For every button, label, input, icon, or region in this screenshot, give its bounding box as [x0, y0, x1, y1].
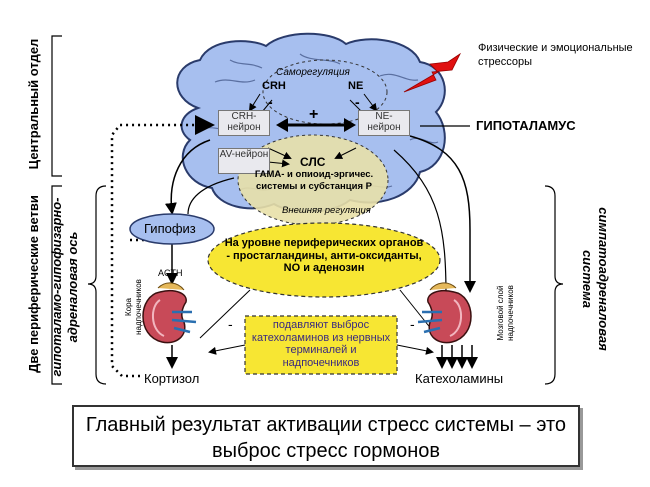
- minus-right: -: [410, 316, 415, 332]
- minus-left: -: [228, 316, 233, 332]
- crh-neuron-box: CRH-нейрон: [218, 110, 270, 136]
- peripheral-text: На уровне периферических органов - прост…: [224, 237, 424, 274]
- pituitary-label: Гипофиз: [144, 221, 196, 236]
- pituitary-shape: [129, 213, 215, 245]
- hypothalamus-label: ГИПОТАЛАМУС: [476, 118, 576, 133]
- external-regulation-label: Внешняя регуляция: [282, 205, 371, 216]
- suppress-text: подавляют выброс катехоламинов из нервны…: [251, 319, 391, 369]
- peripheral-ellipse: [207, 222, 441, 298]
- stressors-label: Физические и эмоциональные стрессоры: [478, 42, 633, 68]
- ne-label: NE: [348, 80, 364, 92]
- ne-neuron-box: NE-нейрон: [358, 110, 410, 136]
- adrenal-cortex-label: Кора надпочечников: [124, 279, 143, 335]
- sympathoadrenal-label: симпатоадреналовая система: [580, 207, 611, 351]
- catecholamines-label: Катехоламины: [415, 371, 504, 386]
- sympathoadrenal-brace: [544, 185, 564, 385]
- central-label: Центральный отдел: [26, 38, 41, 170]
- sls-ellipse: [237, 134, 389, 226]
- cortisol-label: Кортизол: [144, 371, 200, 386]
- sls-label: СЛС: [300, 155, 326, 169]
- minus-crh: -: [268, 94, 273, 110]
- plus-sign: +: [309, 106, 319, 123]
- result-box: Главный результат активации стресс систе…: [72, 405, 580, 467]
- right-kidney-shape: [417, 282, 472, 344]
- hpa-brace: [87, 185, 107, 385]
- peripheral-bracket: [51, 185, 62, 385]
- self-regulation-ellipse: [262, 59, 388, 125]
- gaba-label: ГАМА- и опиоид-эргичес. системы и субста…: [254, 169, 374, 192]
- self-regulation-label: Саморегуляция: [276, 67, 350, 78]
- hpa-axis-label: гипоталамо-гипофизарно-адреналовая ось: [49, 197, 80, 377]
- suppress-box: [244, 315, 398, 375]
- adrenal-medulla-label: Мозговой слой надпочечников: [496, 285, 515, 341]
- peripheral-label: Две периферические ветви: [26, 195, 41, 373]
- crh-label: CRH: [262, 80, 286, 92]
- stressor-bolt: [403, 52, 462, 93]
- left-kidney-shape: [142, 282, 197, 344]
- central-bracket: [51, 35, 62, 177]
- acth-label: ACTH: [158, 268, 183, 278]
- minus-ne: -: [355, 94, 360, 110]
- result-text: Главный результат активации стресс систе…: [85, 414, 567, 462]
- av-neuron-box: AV-нейрон: [218, 148, 270, 174]
